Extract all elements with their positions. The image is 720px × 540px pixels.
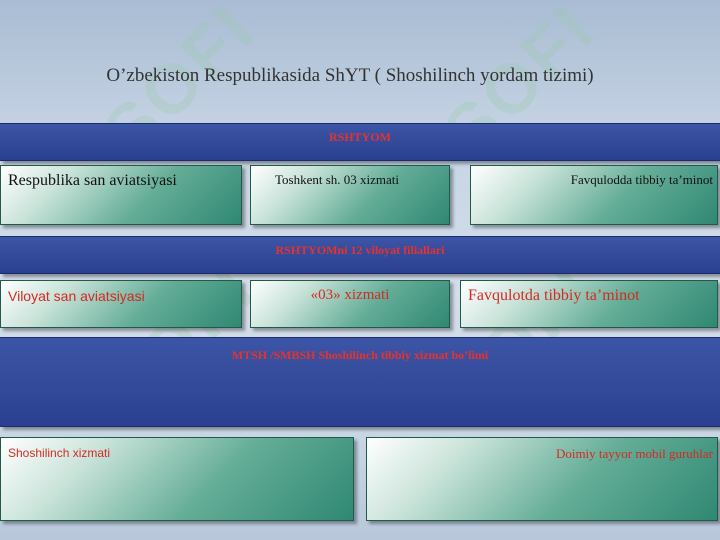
box-label: Favqulodda tibbiy ta’minot — [570, 172, 713, 187]
org-box-emergency-medical-supply: Favqulodda tibbiy ta’minot — [470, 165, 718, 225]
band-label: RSHTYOM — [328, 130, 391, 144]
band-label: RSHTYOMni 12 viloyat filiallari — [275, 243, 445, 257]
header-band-emergency-department: MTSH /SMBSH Shoshilinch tibbiy xizmat bo… — [0, 337, 720, 427]
band-label: MTSH /SMBSH Shoshilinch tibbiy xizmat bo… — [231, 348, 489, 362]
page-title: O’zbekiston Respublikasida ShYT ( Shoshi… — [106, 65, 594, 86]
org-box-republic-air-ambulance: Respublika san aviatsiyasi — [0, 165, 242, 225]
box-label: Respublika san aviatsiyasi — [8, 172, 177, 189]
org-box-emergency-service: Shoshilinch xizmati — [0, 437, 354, 521]
box-label: Shoshilinch xizmati — [8, 446, 111, 460]
org-box-regional-air-ambulance: Viloyat san aviatsiyasi — [0, 280, 242, 328]
org-box-03-service: «03» xizmati — [250, 280, 450, 328]
org-box-mobile-teams: Doimiy tayyor mobil guruhlar — [366, 437, 718, 521]
box-label: Favqulotda tibbiy ta’minot — [468, 287, 640, 304]
org-box-emergency-supply-regional: Favqulotda tibbiy ta’minot — [460, 280, 718, 328]
box-label: Viloyat san aviatsiyasi — [8, 288, 145, 304]
org-box-tashkent-03: Toshkent sh. 03 xizmati — [250, 165, 450, 225]
box-label: «03» xizmati — [310, 287, 390, 303]
header-band-rshtyom: RSHTYOM — [0, 123, 720, 161]
box-label: Doimiy tayyor mobil guruhlar — [555, 446, 713, 461]
header-band-regional-branches: RSHTYOMni 12 viloyat filiallari — [0, 236, 720, 274]
box-label: Toshkent sh. 03 xizmati — [275, 172, 400, 187]
